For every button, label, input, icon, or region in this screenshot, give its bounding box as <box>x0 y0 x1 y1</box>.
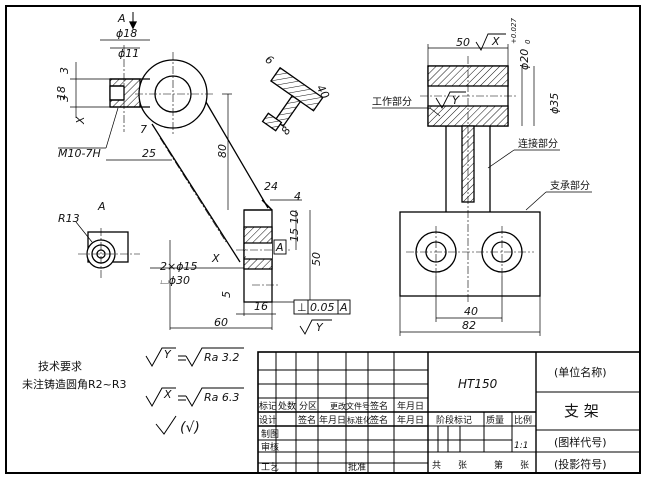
tolerance-datum: A <box>339 301 348 314</box>
tb-d3: 标准化 <box>347 415 371 425</box>
legend-x: X <box>163 388 172 401</box>
dim-4: 4 <box>294 190 301 203</box>
dim-phi11: ϕ11 <box>118 47 139 60</box>
dim-40-bottom: 40 <box>464 305 478 318</box>
datum-a-letter: A <box>275 241 284 254</box>
title-block <box>257 351 641 474</box>
dim-50: 50 <box>310 252 323 266</box>
dim-16: 16 <box>254 300 268 313</box>
dim-15: 15 <box>288 228 301 242</box>
tb-scale: 1:1 <box>514 441 528 451</box>
dim-6: 6 <box>263 53 276 68</box>
dim-cbore: ⌴ϕ30 <box>160 274 190 287</box>
side-view-dimensions: 50 X ϕ20 +0.027 0 ϕ35 Y 40 82 工作部分 连接部分 … <box>372 18 590 332</box>
dim-3a: 3 <box>58 67 71 74</box>
dim-tol-lower: 0 <box>524 39 532 44</box>
legend-y: Y <box>164 348 172 361</box>
side-view <box>372 33 592 336</box>
dim-50-top: 50 <box>456 36 470 49</box>
label-work-part: 工作部分 <box>372 95 412 108</box>
tolerance-symbol: ⊥ <box>297 301 307 314</box>
tb-stage: 阶段标记 <box>436 414 472 426</box>
dim-5: 5 <box>220 291 233 298</box>
tb-h3: 更改文件号 <box>330 401 370 411</box>
tb-d1: 签名 <box>298 414 316 426</box>
tb-d5: 年月日 <box>397 414 424 426</box>
front-view-dimensions: ϕ18 ϕ11 3 18 3 X M10-7H 25 7 80 6 40 8 2… <box>55 27 332 329</box>
tb-d4: 签名 <box>370 414 388 426</box>
tb-sheet-0: 共 <box>432 460 441 471</box>
tb-d0: 设计 <box>259 414 277 426</box>
tb-h5: 年月日 <box>397 400 424 412</box>
dim-7: 7 <box>140 123 147 136</box>
tb-h1: 处数 <box>278 400 296 412</box>
dim-r13: R13 <box>58 212 80 225</box>
roughness-legend-text: Y Ra 3.2 X Ra 6.3 (√) <box>163 348 239 436</box>
dim-25: 25 <box>142 147 156 160</box>
tb-sheet-2: 第 <box>494 459 503 471</box>
dim-3b: 3 <box>58 95 71 102</box>
dim-80: 80 <box>216 144 229 158</box>
surface-finish-y-bottom: Y <box>299 319 332 335</box>
notes-heading: 技术要求 <box>38 360 82 373</box>
dim-18: 18 <box>55 86 68 100</box>
section-mark-a: A <box>117 12 126 25</box>
tb-d2: 年月日 <box>319 414 346 426</box>
surface-x-top: X <box>491 35 500 48</box>
legend-paren: (√) <box>180 420 200 436</box>
surface-y-bottom: Y <box>316 321 324 334</box>
dim-8: 8 <box>279 124 294 137</box>
tb-drawing-no: (图样代号) <box>554 435 607 449</box>
tb-mass: 质量 <box>486 414 504 426</box>
tb-unit: (单位名称) <box>554 365 607 379</box>
surface-x-flag: X <box>74 116 87 125</box>
tb-row-proc: 工艺 <box>261 462 279 473</box>
legend-ra32: Ra 3.2 <box>204 351 239 364</box>
title-block-text: 标记 处数 分区 更改文件号 签名 年月日 设计 签名 年月日 标准化 签名 年… <box>259 365 607 473</box>
tb-material: HT150 <box>458 377 498 391</box>
tb-sheet-3: 张 <box>520 460 529 471</box>
tb-h2: 分区 <box>299 401 317 412</box>
dim-thread: M10-7H <box>58 147 101 160</box>
dim-holes: 2×ϕ15 <box>160 260 197 273</box>
tb-row-draft: 制图 <box>261 428 279 440</box>
notes-body: 未注铸造圆角R2~R3 <box>22 377 127 391</box>
dim-phi20: ϕ20 <box>518 49 531 70</box>
front-view: A <box>58 12 330 330</box>
tb-approve: 批准 <box>348 461 366 473</box>
dim-phi18: ϕ18 <box>116 27 137 40</box>
tb-scale-h: 比例 <box>514 414 532 426</box>
dim-82: 82 <box>462 319 476 332</box>
dim-10: 10 <box>288 210 301 224</box>
dim-24: 24 <box>264 180 278 193</box>
tb-part-name: 支 架 <box>564 402 599 420</box>
technical-notes: 技术要求 未注铸造圆角R2~R3 <box>22 360 127 391</box>
dim-60: 60 <box>214 316 228 329</box>
view-label-a: A <box>97 200 106 213</box>
tolerance-frame: ⊥ 0.05 A <box>293 299 351 315</box>
surface-y-work: Y <box>452 94 460 107</box>
legend-ra63: Ra 6.3 <box>204 391 239 404</box>
tb-projection: (投影符号) <box>554 457 607 471</box>
tb-row-check: 审核 <box>261 441 279 453</box>
label-connect-part: 连接部分 <box>518 137 558 150</box>
tb-h4: 签名 <box>370 400 388 412</box>
dim-40-rib: 40 <box>314 83 332 102</box>
tb-h0: 标记 <box>259 400 277 412</box>
dim-phi35: ϕ35 <box>548 93 561 114</box>
dim-tol-upper: +0.027 <box>510 18 518 44</box>
label-support-part: 支承部分 <box>550 179 590 192</box>
tb-sheet-1: 张 <box>458 460 467 471</box>
tolerance-value: 0.05 <box>310 301 335 314</box>
datum-a: A <box>273 239 287 255</box>
surface-x-hole: X <box>211 252 220 265</box>
roughness-legend <box>145 347 244 435</box>
